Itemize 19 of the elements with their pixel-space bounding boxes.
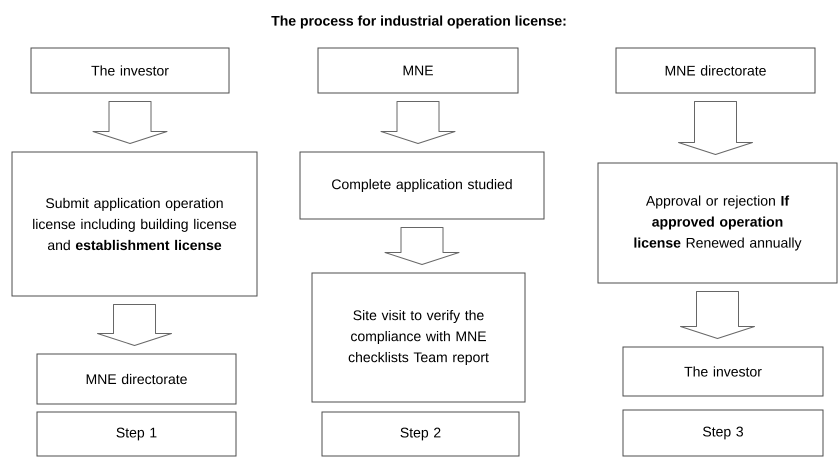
process-box: MNE directorate (616, 48, 816, 94)
process-box: MNE (318, 48, 518, 94)
block-arrow (680, 290, 755, 339)
process-box: MNE directorate (36, 353, 236, 404)
step-box: Step 3 (622, 409, 824, 456)
block-arrow (380, 101, 456, 144)
step-box: Step 2 (322, 411, 520, 456)
process-box: The investor (622, 346, 824, 396)
step-box: Step 1 (36, 411, 236, 456)
block-arrow (384, 227, 460, 265)
block-arrow (97, 304, 172, 346)
process-box: The investor (30, 48, 230, 94)
title: The process for industrial operation license: (271, 15, 566, 28)
block-arrow (92, 101, 168, 144)
process-box: Site visit to verify the compliance with MNE checklists Team report (312, 272, 526, 402)
process-box: Approval or rejection If approved operation license Renewed annually (598, 162, 838, 284)
process-box: Complete application studied (300, 152, 544, 220)
block-arrow (678, 101, 753, 155)
process-box: Submit application operation license including building license and establishment license (12, 152, 258, 296)
